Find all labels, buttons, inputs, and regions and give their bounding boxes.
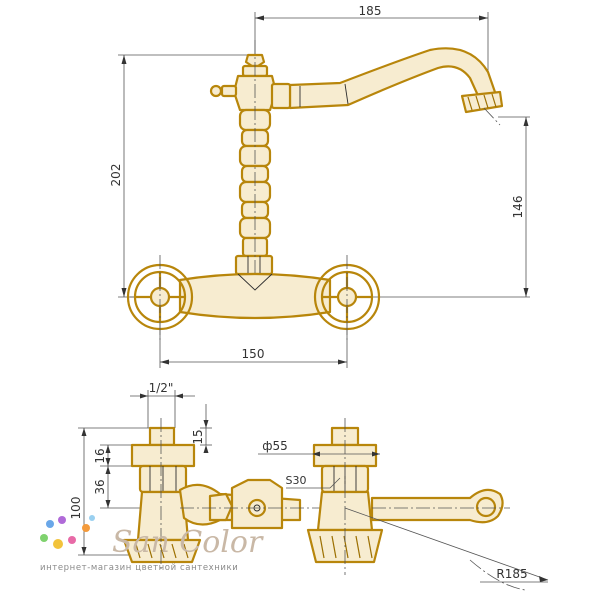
side-body-arm bbox=[178, 478, 330, 530]
logo-brand-text: San Color bbox=[112, 525, 264, 560]
dimension-label-16: 16 bbox=[93, 448, 107, 463]
right-inlet-flange bbox=[313, 255, 381, 340]
dimension-label-100: 100 bbox=[69, 497, 83, 520]
dimension-nut-height: 15 bbox=[191, 404, 212, 453]
logo-dot bbox=[46, 520, 54, 528]
dimension-spout-reach: 185 bbox=[254, 4, 489, 90]
logo-dot bbox=[53, 539, 63, 549]
side-view: 1/2" 15 16 36 bbox=[69, 381, 549, 591]
dimension-thread: 1/2" bbox=[130, 381, 195, 428]
dimension-spout-height: 146 bbox=[380, 116, 530, 298]
dimension-label-146: 146 bbox=[511, 196, 525, 219]
dimension-label-r185: R185 bbox=[496, 567, 527, 581]
dimension-label-202: 202 bbox=[109, 164, 123, 187]
dimension-label-thread: 1/2" bbox=[149, 381, 174, 395]
logo-dot bbox=[82, 524, 90, 532]
logo-dot bbox=[89, 515, 95, 521]
dimension-label-36: 36 bbox=[93, 479, 107, 494]
central-column bbox=[209, 40, 292, 305]
dimension-left-stack: 16 36 100 bbox=[69, 427, 160, 556]
dimension-label-s30: S30 bbox=[286, 474, 307, 487]
dimension-label-185: 185 bbox=[359, 4, 382, 18]
sancolor-logo: San Color интернет-магазин цветной санте… bbox=[40, 515, 264, 573]
left-side-fitting bbox=[122, 418, 202, 570]
right-side-fitting bbox=[306, 418, 384, 575]
dimension-flange-diameter: ф55 bbox=[258, 439, 380, 457]
front-view: 185 202 146 150 bbox=[109, 4, 530, 368]
dimension-swing-radius: R185 bbox=[344, 507, 549, 591]
mixer-body bbox=[178, 272, 332, 320]
left-inlet-flange bbox=[126, 255, 194, 340]
dimension-label-150: 150 bbox=[242, 347, 265, 361]
logo-dot bbox=[58, 516, 66, 524]
logo-dot bbox=[68, 536, 76, 544]
dimension-label-flange: ф55 bbox=[262, 439, 288, 453]
dimension-overall-height: 202 bbox=[109, 54, 255, 298]
dimension-label-15: 15 bbox=[191, 429, 205, 444]
logo-dot bbox=[40, 534, 48, 542]
side-spout bbox=[370, 488, 510, 524]
spout bbox=[288, 47, 504, 126]
dimension-nut-size: S30 bbox=[286, 474, 341, 489]
logo-tagline: интернет-магазин цветной сантехники bbox=[40, 563, 238, 573]
